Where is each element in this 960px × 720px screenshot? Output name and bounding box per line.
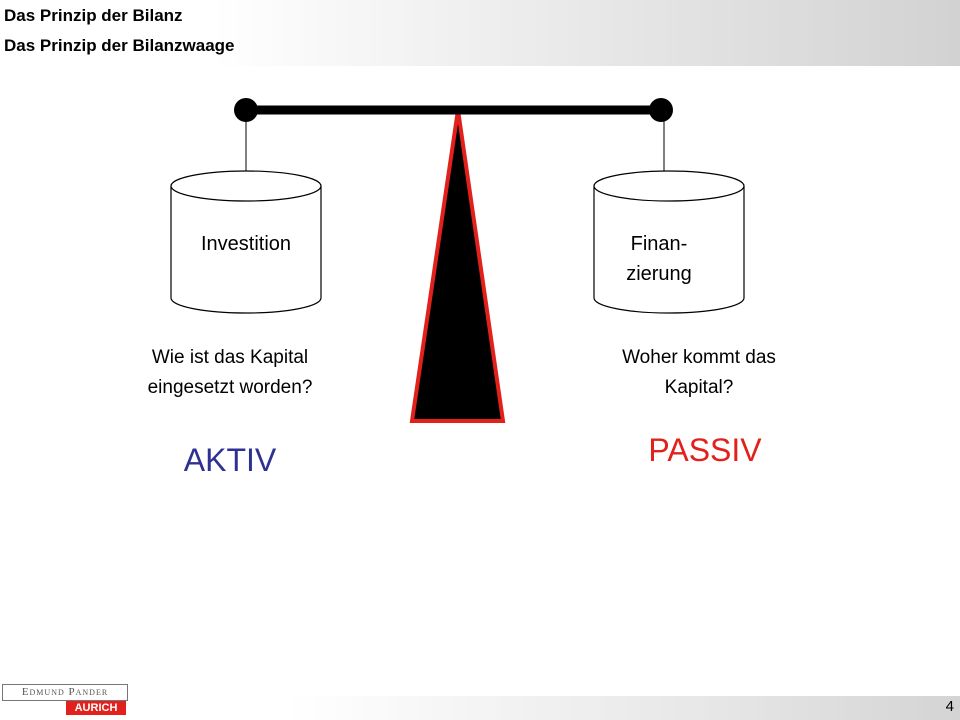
cylinder-label-finanzierung: Finan- zierung [626, 233, 692, 285]
question-right: Woher kommt das Kapital? [622, 347, 776, 398]
header-band [0, 0, 960, 66]
slide-title: Das Prinzip der Bilanz [4, 6, 183, 25]
cylinder-investition [170, 170, 322, 314]
cylinder-label-investition: Investition [200, 233, 292, 255]
fulcrum-triangle [409, 109, 506, 423]
beam-end-right [649, 98, 673, 122]
footer-band [0, 696, 960, 720]
cylinder-finanzierung [593, 170, 745, 314]
school-logo: Edmund Pander AURICH [2, 684, 128, 716]
logo-name: Edmund Pander [2, 684, 128, 701]
question-left: Wie ist das Kapital eingesetzt worden? [147, 347, 313, 398]
passiv-label: PASSIV [648, 432, 762, 468]
aktiv-label: AKTIV [183, 442, 277, 478]
slide-subtitle: Das Prinzip der Bilanzwaage [4, 36, 235, 55]
page-number: 4 [945, 698, 954, 715]
logo-city: AURICH [66, 701, 126, 715]
